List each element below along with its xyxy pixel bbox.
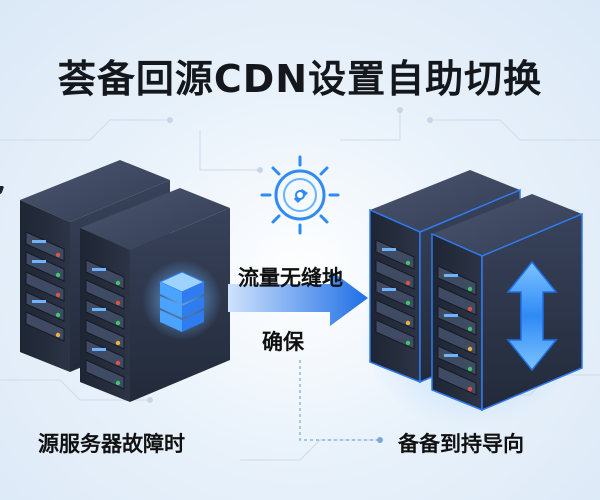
up-down-arrow-icon (506, 260, 558, 372)
left-server-group (0, 160, 230, 402)
right-caption: 备备到持导向 (398, 432, 524, 456)
dotted-connector (299, 360, 380, 441)
arrow-bottom-label: 确保 (262, 330, 304, 354)
left-caption: 源服务器故障时 (38, 432, 185, 456)
page-title: 荟备回源CDN设置自助切换 (57, 57, 543, 101)
gear-target-icon (260, 155, 340, 235)
arrow-top-label: 流量无缝地 (238, 266, 343, 290)
arrow-right-icon (228, 270, 368, 326)
right-server-group (360, 170, 583, 430)
layer-stack-icon (142, 260, 222, 340)
